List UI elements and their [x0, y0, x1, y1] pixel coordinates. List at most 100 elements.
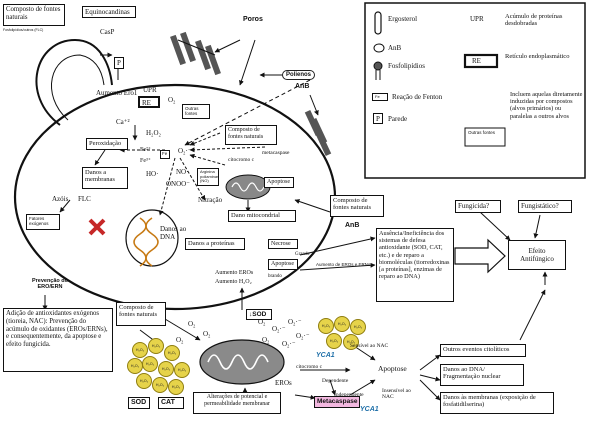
prevencao-label: Prevenção do ERO/ERN	[31, 278, 69, 291]
legend-outras-desc: Incluem aquelas diretamente induzidas po…	[510, 91, 583, 120]
legend-anb: AnB	[388, 44, 402, 52]
equinocandinas-box: Equinocandinas	[82, 6, 136, 18]
o2-label: O₂	[203, 330, 211, 338]
h2o2-molecule: H₂O₂	[174, 362, 190, 378]
citocromo-bottom-label: citocromo c	[296, 364, 323, 370]
mitochondrion-bottom	[199, 339, 285, 385]
legend-upr: UPR	[470, 15, 484, 23]
h2o2-molecule: H₂O₂	[326, 333, 342, 349]
h2o2-molecule: H₂O₂	[127, 358, 143, 374]
dano-mitocondrial-box: Dano mitocondrial	[228, 210, 296, 222]
yca1-bottom-label: YCA1	[360, 406, 379, 413]
h2o2-molecule: H₂O₂	[158, 361, 174, 377]
o2-label: O₂	[258, 318, 266, 326]
ho-label: HO·	[146, 170, 159, 178]
legend-fenton: Reação de Fenton	[392, 93, 443, 101]
casp-label: CasP	[100, 28, 115, 36]
insensivel-label: Insensível ao NAC	[382, 388, 411, 401]
grande-label: Grande	[295, 252, 310, 257]
no-label: NO·	[176, 168, 189, 176]
yca1-top-label: YCA1	[316, 352, 335, 359]
h2o2-molecule: H₂O₂	[132, 342, 148, 358]
upr-label: UPR	[143, 86, 157, 94]
legend-fenton-icon: Fe	[372, 93, 388, 101]
h2o2-molecule: H₂O₂	[136, 373, 152, 389]
necrose-box: Necrose	[268, 239, 298, 249]
danos-membranas-box: Danos a membranas	[82, 167, 128, 189]
sod-box: SOD	[128, 397, 150, 409]
outros-eventos-box: Outros eventos citolíticos	[440, 344, 526, 357]
ca-label: Ca⁺²	[116, 118, 130, 126]
efeito-antifungico-box: Efeito Antifúngico	[508, 240, 566, 270]
fe3-label: Fe³⁺	[140, 158, 151, 164]
aumento-eros-arrow-label: Aumento de EROs e ERNs	[316, 262, 371, 267]
apoptose-box: Apoptose	[268, 259, 298, 270]
h2o2-molecule: H₂O₂	[148, 338, 164, 354]
legend-re-desc: Retículo endoplasmático	[505, 53, 570, 60]
re-box: RE	[138, 96, 160, 108]
legend-box	[364, 2, 586, 179]
flc-label: FLC	[78, 195, 91, 203]
legend-parede-icon: P	[373, 113, 383, 124]
block-x-icon	[88, 218, 106, 236]
arginina-box: Arginina poliaminas (NO)	[197, 168, 219, 186]
alteracoes-box: Alterações de potencial e permeabilidade…	[193, 392, 281, 414]
cell-bud	[35, 38, 113, 126]
azois-label: Azóis	[52, 195, 69, 203]
peroxidacao-box: Peroxidação	[86, 138, 128, 150]
composto-bottom-box: Composto de fontes naturais	[116, 302, 166, 326]
h2o2-molecule: H₂O₂	[334, 316, 350, 332]
citocromo-label: citocromo c	[228, 157, 255, 163]
o2-rad-label: O₂·⁻	[296, 332, 310, 340]
fenton-box: Fe	[160, 150, 170, 159]
h2o2-label: H₂O₂	[146, 129, 161, 137]
o2-rad-label: O₂·⁻	[178, 147, 192, 155]
h2o2-molecule: H₂O₂	[142, 356, 158, 372]
metacaspase-top-label: metacaspase	[262, 150, 290, 156]
o2-label: O₂	[176, 336, 184, 344]
legend-parede: Parede	[388, 115, 408, 123]
big-arrow	[454, 238, 506, 274]
o2-top-label: O₂	[168, 96, 176, 104]
legend-upr-desc: Acúmulo de proteínas desdobradas	[505, 13, 563, 28]
h2o2-molecule: H₂O₂	[168, 379, 184, 395]
aumento-ero1-label: Aumento Ero1	[96, 89, 138, 97]
pore-top	[170, 31, 221, 76]
o2-label: O₂	[262, 336, 270, 344]
legend-fosfolipidios: Fosfolipídios	[388, 62, 425, 70]
adicao-box: Adição de antioxidantes exógenos (tiorei…	[3, 308, 113, 372]
defesa-box: Ausência/Ineficiência dos sistemas de de…	[376, 228, 454, 302]
onoo-label: ONOO⁻	[166, 180, 190, 188]
aumento-eros-label: Aumento EROs	[215, 270, 254, 276]
o2-label: O₂	[188, 320, 196, 328]
danos-dna-label: Danos ao DNA	[160, 225, 187, 242]
poros-label: Poros	[243, 16, 263, 23]
danos-membranas-bottom-box: Danos às membranas (exposição de fosfati…	[440, 392, 554, 414]
outras-fontes-box: Outras fontes	[182, 104, 210, 119]
polienos-label: Polienos	[282, 70, 316, 80]
danos-proteinas-box: Danos a proteínas	[185, 238, 245, 250]
apoptose-bottom-label: Apoptose	[378, 364, 407, 373]
dependente-label: Dependente	[322, 378, 349, 384]
h2o2-molecule: H₂O₂	[350, 319, 366, 335]
sensivel-label: Sensível ao NAC	[350, 343, 389, 349]
o2-rad-label: O₂·⁻	[288, 318, 302, 326]
o2-rad-label: O₂·⁻	[272, 325, 286, 333]
legend-ergosterol: Ergosterol	[388, 15, 418, 23]
pore-right	[304, 109, 332, 157]
legend-outras: Outras fontes	[468, 130, 496, 135]
h2o2-molecule: H₂O₂	[152, 377, 168, 393]
h2o2-molecule: H₂O₂	[164, 345, 180, 361]
composto-mid-box: Composto de fontes naturais	[225, 125, 277, 145]
anb-label: AnB	[295, 83, 310, 90]
fatores-exogenos-box: Fatores exógenos	[26, 214, 60, 230]
fungicida-box: Fungicida?	[455, 200, 501, 213]
fe2-label: Fe²⁺	[140, 147, 151, 153]
h2o2-molecule: H₂O₂	[318, 318, 334, 334]
legend-re: RE	[472, 57, 481, 65]
metacaspase-box: Metacaspase	[314, 396, 360, 408]
brando-label: brando	[268, 274, 282, 279]
h2o2-molecule: H₂O₂	[343, 334, 359, 350]
